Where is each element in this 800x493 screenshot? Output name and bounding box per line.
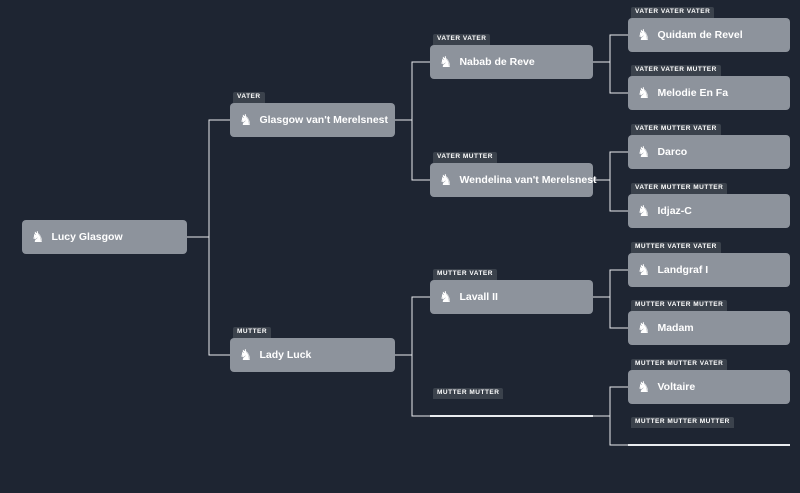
horse-icon: ♞ — [637, 143, 651, 161]
relation-tag: MUTTER VATER MUTTER — [631, 299, 728, 311]
relation-tag: MUTTER VATER VATER — [631, 241, 721, 253]
relation-tag: VATER MUTTER MUTTER — [631, 182, 728, 194]
relation-tag: VATER MUTTER — [433, 151, 497, 163]
horse-icon: ♞ — [239, 111, 253, 129]
relation-tag: VATER MUTTER VATER — [631, 123, 721, 135]
horse-icon: ♞ — [31, 228, 45, 246]
node-name: Quidam de Revel — [657, 29, 743, 41]
node-name: Melodie En Fa — [657, 87, 729, 99]
pedigree-node-mutter-vater[interactable]: MUTTER VATER ♞ Lavall II — [430, 268, 593, 314]
horse-icon: ♞ — [637, 319, 651, 337]
node-name: Voltaire — [657, 381, 696, 393]
pedigree-node-vater-mutter[interactable]: VATER MUTTER ♞ Wendelina van't Merelsnes… — [430, 151, 597, 197]
node-name: Idjaz-C — [657, 205, 692, 217]
node-name: Lavall II — [459, 291, 498, 303]
horse-icon: ♞ — [239, 346, 253, 364]
relation-tag: MUTTER MUTTER MUTTER — [631, 416, 734, 428]
horse-icon: ♞ — [439, 53, 453, 71]
pedigree-node-mutter-mutter-mutter[interactable]: MUTTER MUTTER MUTTER — [628, 416, 790, 462]
node-name: Nabab de Reve — [459, 56, 535, 68]
relation-tag: MUTTER MUTTER VATER — [631, 358, 728, 370]
pedigree-node-vater-vater-mutter[interactable]: VATER VATER MUTTER ♞ Melodie En Fa — [628, 64, 790, 110]
node-name: Landgraf I — [657, 264, 709, 276]
pedigree-node-vater-vater-vater[interactable]: VATER VATER VATER ♞ Quidam de Revel — [628, 6, 790, 52]
relation-tag: VATER — [233, 91, 265, 103]
pedigree-node-mutter-mutter-vater[interactable]: MUTTER MUTTER VATER ♞ Voltaire — [628, 358, 790, 404]
horse-icon: ♞ — [439, 288, 453, 306]
horse-icon: ♞ — [637, 261, 651, 279]
pedigree-node-vater-mutter-vater[interactable]: VATER MUTTER VATER ♞ Darco — [628, 123, 790, 169]
relation-tag: MUTTER MUTTER — [433, 387, 504, 399]
pedigree-node-mutter-vater-vater[interactable]: MUTTER VATER VATER ♞ Landgraf I — [628, 241, 790, 287]
node-name: Lucy Glasgow — [51, 231, 123, 243]
pedigree-node-root[interactable]: ♞ Lucy Glasgow — [22, 220, 187, 254]
pedigree-node-vater-mutter-mutter[interactable]: VATER MUTTER MUTTER ♞ Idjaz-C — [628, 182, 790, 228]
relation-tag: VATER VATER VATER — [631, 6, 715, 18]
relation-tag: MUTTER — [233, 326, 272, 338]
horse-icon: ♞ — [439, 171, 453, 189]
node-name: Glasgow van't Merelsnest — [259, 114, 388, 126]
pedigree-node-mutter[interactable]: MUTTER ♞ Lady Luck — [230, 326, 395, 372]
pedigree-node-vater-vater[interactable]: VATER VATER ♞ Nabab de Reve — [430, 33, 593, 79]
node-name: Madam — [657, 322, 694, 334]
node-name: Lady Luck — [259, 349, 312, 361]
horse-icon: ♞ — [637, 84, 651, 102]
pedigree-node-mutter-mutter[interactable]: MUTTER MUTTER — [430, 387, 593, 433]
node-name: Wendelina van't Merelsnest — [459, 174, 597, 186]
relation-tag: VATER VATER — [433, 33, 491, 45]
pedigree-node-vater[interactable]: VATER ♞ Glasgow van't Merelsnest — [230, 91, 395, 137]
node-name: Darco — [657, 146, 688, 158]
horse-icon: ♞ — [637, 202, 651, 220]
horse-icon: ♞ — [637, 378, 651, 396]
pedigree-node-mutter-vater-mutter[interactable]: MUTTER VATER MUTTER ♞ Madam — [628, 299, 790, 345]
empty-entry-line — [430, 415, 593, 417]
empty-entry-line — [628, 444, 790, 446]
relation-tag: MUTTER VATER — [433, 268, 497, 280]
horse-icon: ♞ — [637, 26, 651, 44]
relation-tag: VATER VATER MUTTER — [631, 64, 721, 76]
